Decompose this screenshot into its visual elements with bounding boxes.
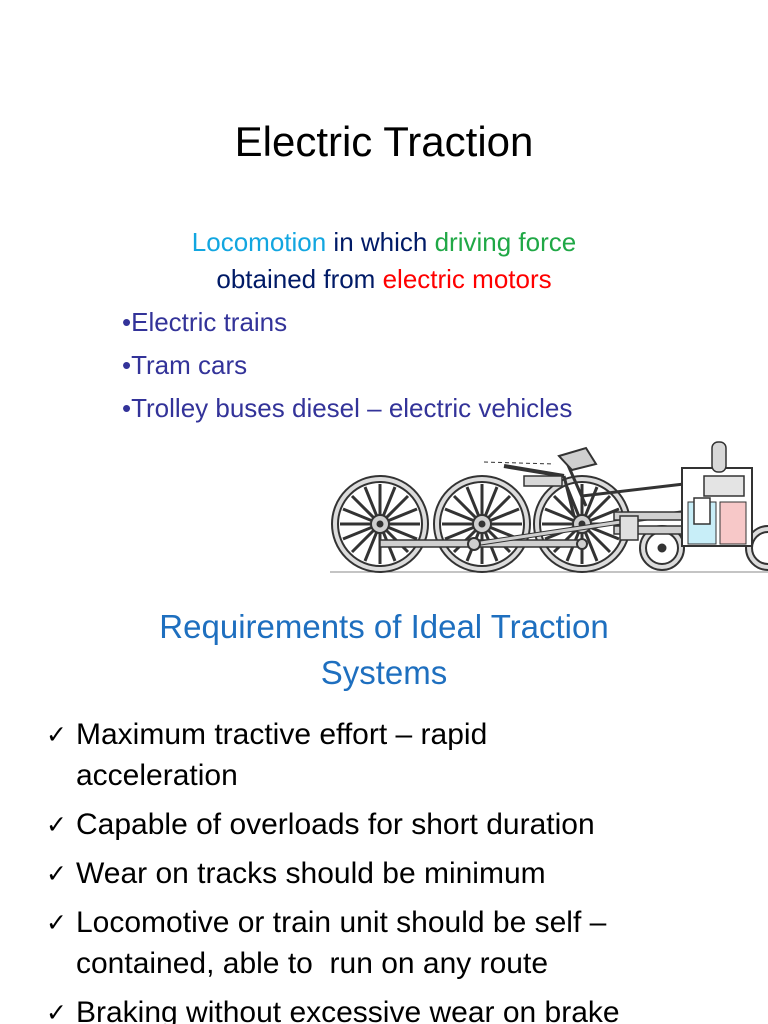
- list-item: ✓ Wear on tracks should be minimum: [46, 853, 768, 894]
- list-item: ✓ Braking without excessive wear on brak…: [46, 992, 768, 1024]
- requirements-heading-line: Systems: [320, 654, 448, 691]
- requirement-text: Locomotive or train unit should be self …: [76, 906, 607, 980]
- checkmark-icon: ✓: [46, 720, 67, 749]
- definition-segment: obtained from: [216, 264, 383, 294]
- definition-line-1: Locomotion in which driving force: [0, 224, 768, 261]
- steam-locomotive-wheels-icon: [330, 441, 768, 573]
- list-item: ✓ Capable of overloads for short duratio…: [46, 804, 768, 845]
- definition-segment: in which: [326, 227, 435, 257]
- checkmark-icon: ✓: [46, 908, 67, 937]
- definition-line-2: obtained from electric motors: [0, 261, 768, 298]
- requirements-heading: Requirements of Ideal Traction Systems: [0, 604, 768, 696]
- list-item: ✓ Locomotive or train unit should be sel…: [46, 902, 768, 984]
- slide-title: Electric Traction: [234, 118, 534, 165]
- requirement-text: Capable of overloads for short duration: [76, 808, 595, 841]
- requirements-list: ✓ Maximum tractive effort – rapid accele…: [46, 714, 768, 1024]
- definition-segment: electric motors: [382, 264, 552, 294]
- list-item: ✓ Maximum tractive effort – rapid accele…: [46, 714, 768, 796]
- vehicle-list: •Electric trains •Tram cars •Trolley bus…: [122, 302, 572, 431]
- list-item: •Trolley buses diesel – electric vehicle…: [122, 393, 573, 423]
- list-item: •Tram cars: [122, 350, 248, 380]
- requirement-text: Maximum tractive effort – rapid accelera…: [76, 718, 488, 792]
- checkmark-icon: ✓: [46, 859, 67, 888]
- requirements-heading-line: Requirements of Ideal Traction: [159, 608, 609, 645]
- definition-segment: driving force: [434, 227, 577, 257]
- definition-text: Locomotion in which driving force obtain…: [0, 224, 768, 298]
- definition-segment: Locomotion: [191, 227, 327, 257]
- checkmark-icon: ✓: [46, 810, 67, 839]
- list-item: •Electric trains: [122, 307, 288, 337]
- checkmark-icon: ✓: [46, 998, 67, 1024]
- requirement-text: Wear on tracks should be minimum: [76, 857, 546, 890]
- requirement-text: Braking without excessive wear on brake: [76, 996, 620, 1024]
